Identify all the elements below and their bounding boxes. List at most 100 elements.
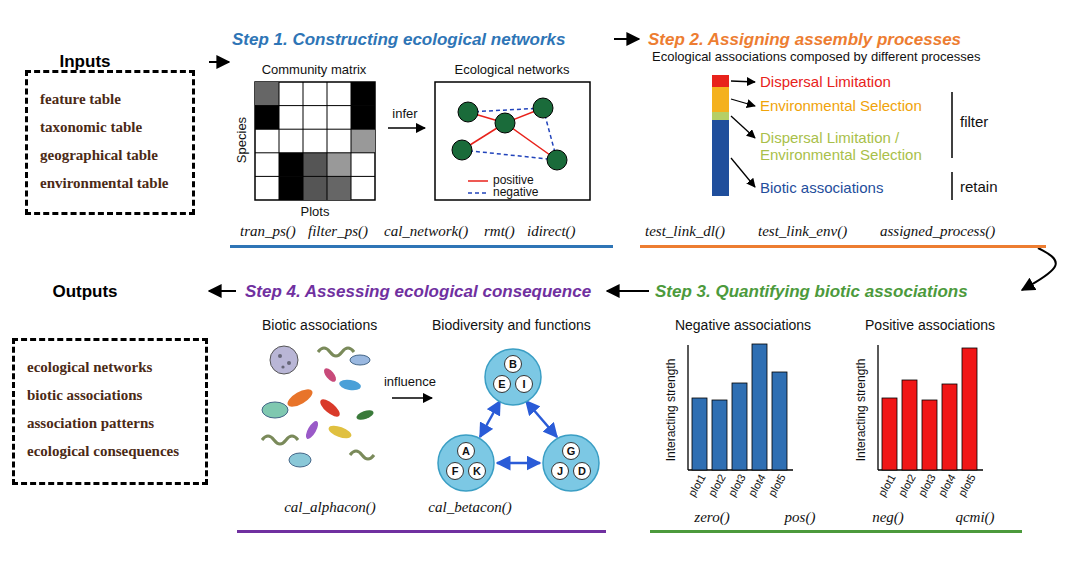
process-bar bbox=[951, 92, 953, 158]
function-network bbox=[505, 356, 522, 373]
community-matrix bbox=[255, 106, 279, 130]
microbe-illustration bbox=[281, 365, 284, 368]
community-matrix bbox=[303, 176, 327, 200]
node-letter: D bbox=[578, 465, 586, 478]
function-network bbox=[480, 401, 500, 437]
function-name: test_link_env() bbox=[758, 223, 847, 240]
negative-bar-chart bbox=[692, 398, 707, 470]
process-bar bbox=[951, 172, 953, 200]
microbe-illustration bbox=[318, 396, 343, 419]
text-label: filter bbox=[960, 113, 988, 130]
axis-title: Interacting strength bbox=[665, 359, 679, 462]
process-bar bbox=[731, 99, 755, 106]
network-illustration bbox=[495, 113, 515, 133]
network-illustration bbox=[547, 150, 567, 170]
microbe-illustration bbox=[287, 361, 291, 365]
axis-tick-label: plot5 bbox=[766, 472, 789, 499]
network-illustration bbox=[435, 82, 590, 200]
community-matrix bbox=[255, 82, 375, 200]
community-matrix bbox=[327, 153, 351, 177]
text-label: Positive associations bbox=[865, 317, 995, 333]
function-network bbox=[447, 356, 591, 480]
function-network bbox=[574, 463, 591, 480]
negative-bar-chart bbox=[687, 345, 688, 470]
text-label: Dispersal Limitation bbox=[760, 73, 891, 90]
negative-bar-chart bbox=[688, 344, 793, 470]
positive-bar-chart bbox=[942, 384, 957, 470]
community-matrix bbox=[255, 82, 375, 200]
node-letter: E bbox=[498, 378, 505, 391]
step-panel: Step 1. Constructing ecological networks bbox=[230, 28, 613, 248]
text-label: Dispersal Limitation / Environmental Sel… bbox=[760, 129, 945, 164]
node-letter: F bbox=[452, 465, 459, 478]
io-heading: Outputs bbox=[52, 280, 117, 304]
text-label: infer bbox=[392, 107, 417, 122]
text-label: Ecological associations composed by diff… bbox=[652, 50, 981, 65]
microbe-illustration bbox=[270, 346, 298, 374]
node-letter: A bbox=[462, 445, 470, 458]
node-letter: K bbox=[473, 465, 481, 478]
axis-tick-label: plot5 bbox=[956, 472, 979, 499]
function-name: cal_alphacon() bbox=[284, 499, 376, 516]
microbe-illustration bbox=[355, 408, 375, 422]
microbe-illustration bbox=[285, 386, 315, 410]
axis-tick-label: plot1 bbox=[876, 472, 899, 499]
text-label: influence bbox=[384, 375, 436, 390]
negative-bar-chart bbox=[772, 372, 787, 470]
function-network bbox=[552, 463, 569, 480]
io-box: Outputs ecological networksbiotic associa… bbox=[12, 280, 208, 485]
microbe-illustration bbox=[304, 419, 321, 440]
function-network bbox=[438, 349, 599, 491]
community-matrix bbox=[279, 176, 303, 200]
microbe-illustration bbox=[289, 453, 311, 467]
step-title: Step 4. Assessing ecological consequence bbox=[237, 280, 606, 302]
community-matrix bbox=[255, 82, 279, 106]
community-matrix bbox=[303, 153, 327, 177]
flow-arrow bbox=[209, 290, 236, 292]
microbe-illustration bbox=[338, 378, 361, 392]
io-item: association patterns bbox=[27, 409, 193, 437]
process-bar bbox=[731, 81, 755, 82]
network-illustration bbox=[533, 98, 553, 118]
network-illustration bbox=[468, 108, 543, 112]
text-label: retain bbox=[960, 178, 998, 195]
microbe-illustration bbox=[350, 355, 370, 365]
dashed-frame: ecological networksbiotic associationsas… bbox=[12, 338, 208, 485]
positive-bar-chart bbox=[877, 345, 878, 470]
function-network bbox=[469, 463, 486, 480]
process-bar bbox=[712, 75, 729, 87]
network-illustration bbox=[452, 140, 472, 160]
axis-tick-label: plot3 bbox=[916, 472, 939, 499]
function-network bbox=[438, 435, 494, 491]
flow-arrow bbox=[209, 61, 229, 63]
community-matrix bbox=[279, 153, 303, 177]
node-letter: B bbox=[509, 358, 517, 371]
function-network bbox=[485, 349, 541, 405]
step-title: Step 3. Quantifying biotic associations bbox=[650, 280, 1022, 302]
process-bar bbox=[731, 158, 755, 187]
function-name: assigned_process() bbox=[880, 223, 995, 240]
microbe-illustration bbox=[327, 423, 353, 441]
positive-bar-chart bbox=[962, 348, 977, 470]
infer-arrow bbox=[388, 127, 425, 129]
io-item: ecological consequences bbox=[27, 437, 193, 465]
microbe-illustration bbox=[318, 348, 354, 356]
step-title: Step 2. Assigning assembly processes bbox=[640, 28, 1046, 50]
function-name: cal_network() bbox=[384, 223, 468, 240]
flow-arrow bbox=[1022, 248, 1056, 290]
negative-bar-chart bbox=[752, 344, 767, 470]
function-name: rmt() bbox=[484, 223, 515, 240]
process-bar bbox=[712, 120, 729, 196]
function-name: neg() bbox=[872, 509, 904, 526]
function-network bbox=[516, 376, 533, 393]
flow-arrow bbox=[607, 290, 649, 292]
node-letter: I bbox=[522, 378, 525, 391]
network-illustration bbox=[468, 192, 488, 194]
function-network bbox=[458, 443, 475, 460]
negative-bar-chart bbox=[692, 344, 787, 470]
function-name: qcmi() bbox=[955, 509, 994, 526]
function-network bbox=[494, 376, 511, 393]
community-matrix bbox=[255, 82, 375, 200]
